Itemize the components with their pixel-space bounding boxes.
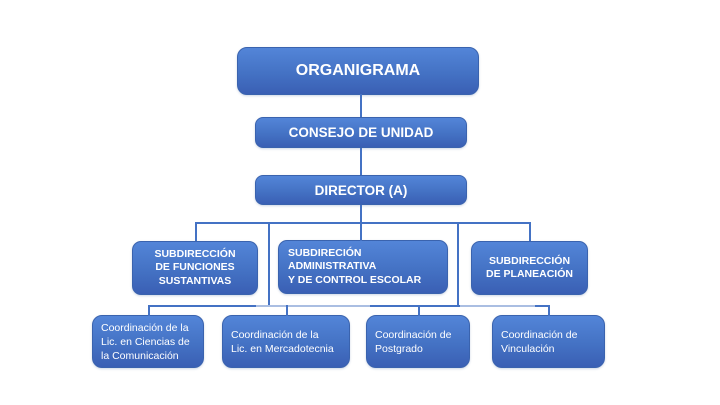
connector-consejo-to-director [360, 148, 362, 175]
org-node-director: DIRECTOR (A) [255, 175, 467, 205]
connector-passthrough-left [268, 222, 270, 306]
org-node-coordinacion-vinculacion: Coordinación de Vinculación [492, 315, 605, 368]
connector-drop-coord-postgrado [418, 305, 420, 316]
connector-drop-sub-planeacion [529, 222, 531, 241]
connector-drop-coord-vinculacion [548, 305, 550, 316]
org-node-subdireccion-administrativa-control-escolar: SUBDIRECIÓN ADMINISTRATIVA Y DE CONTROL … [278, 240, 448, 294]
connector-upper-bus [195, 222, 530, 224]
org-node-organigrama: ORGANIGRAMA [237, 47, 479, 95]
connector-lower-bus-light-segment-2 [460, 304, 535, 307]
org-node-coordinacion-mercadotecnia: Coordinación de la Lic. en Mercadotecnia [222, 315, 350, 368]
connector-passthrough-right [457, 222, 459, 306]
org-node-subdireccion-funciones-sustantivas: SUBDIRECCIÓN DE FUNCIONES SUSTANTIVAS [132, 241, 258, 295]
connector-root-to-consejo [360, 94, 362, 117]
org-node-consejo-de-unidad: CONSEJO DE UNIDAD [255, 117, 467, 148]
org-node-coordinacion-ciencias-comunicacion: Coordinación de la Lic. en Ciencias de l… [92, 315, 204, 368]
connector-drop-coord-comunicacion [148, 305, 150, 316]
org-node-subdireccion-planeacion: SUBDIRECCIÓN DE PLANEACIÓN [471, 241, 588, 295]
connector-lower-bus-light-segment [256, 304, 370, 307]
org-node-coordinacion-postgrado: Coordinación de Postgrado [366, 315, 470, 368]
connector-drop-sub-funciones [195, 222, 197, 241]
connector-drop-coord-mercadotecnia [286, 305, 288, 316]
